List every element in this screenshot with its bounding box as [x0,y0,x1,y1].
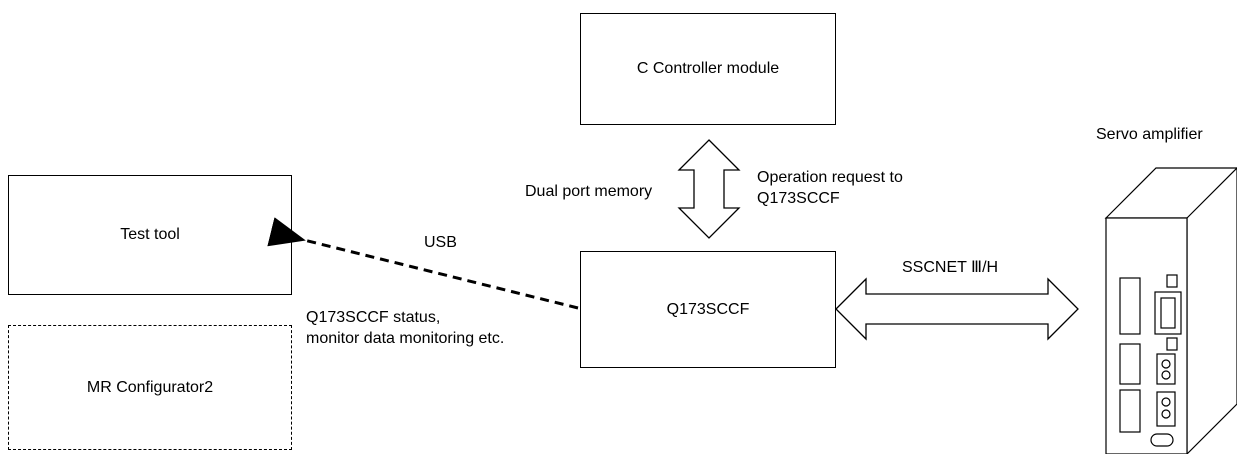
q173sccf-box: Q173SCCF [580,251,836,368]
dual-port-memory-label: Dual port memory [525,183,653,200]
servo-amplifier-label: Servo amplifier [1096,126,1203,143]
operation-request-label-line1: Operation request to [757,169,903,186]
operation-request-label-line2: Q173SCCF [757,190,840,207]
dual-port-double-arrow [677,139,741,239]
usb-label: USB [424,234,457,251]
servo-amplifier-icon [1104,167,1237,454]
status-label-line2: monitor data monitoring etc. [306,330,505,347]
c-controller-module-box: C Controller module [580,13,836,125]
status-label-line1: Q173SCCF status, [306,309,441,326]
usb-dashed-arrow [267,217,579,310]
mr-configurator2-box: MR Configurator2 [8,325,292,450]
c-controller-module-label: C Controller module [636,60,780,77]
test-tool-box: Test tool [8,175,292,295]
sscnet-label: SSCNET Ⅲ/H [902,259,999,276]
sscnet-double-arrow [835,277,1079,341]
test-tool-label: Test tool [120,226,180,243]
q173sccf-label: Q173SCCF [666,300,750,318]
mr-configurator2-label: MR Configurator2 [86,378,214,396]
